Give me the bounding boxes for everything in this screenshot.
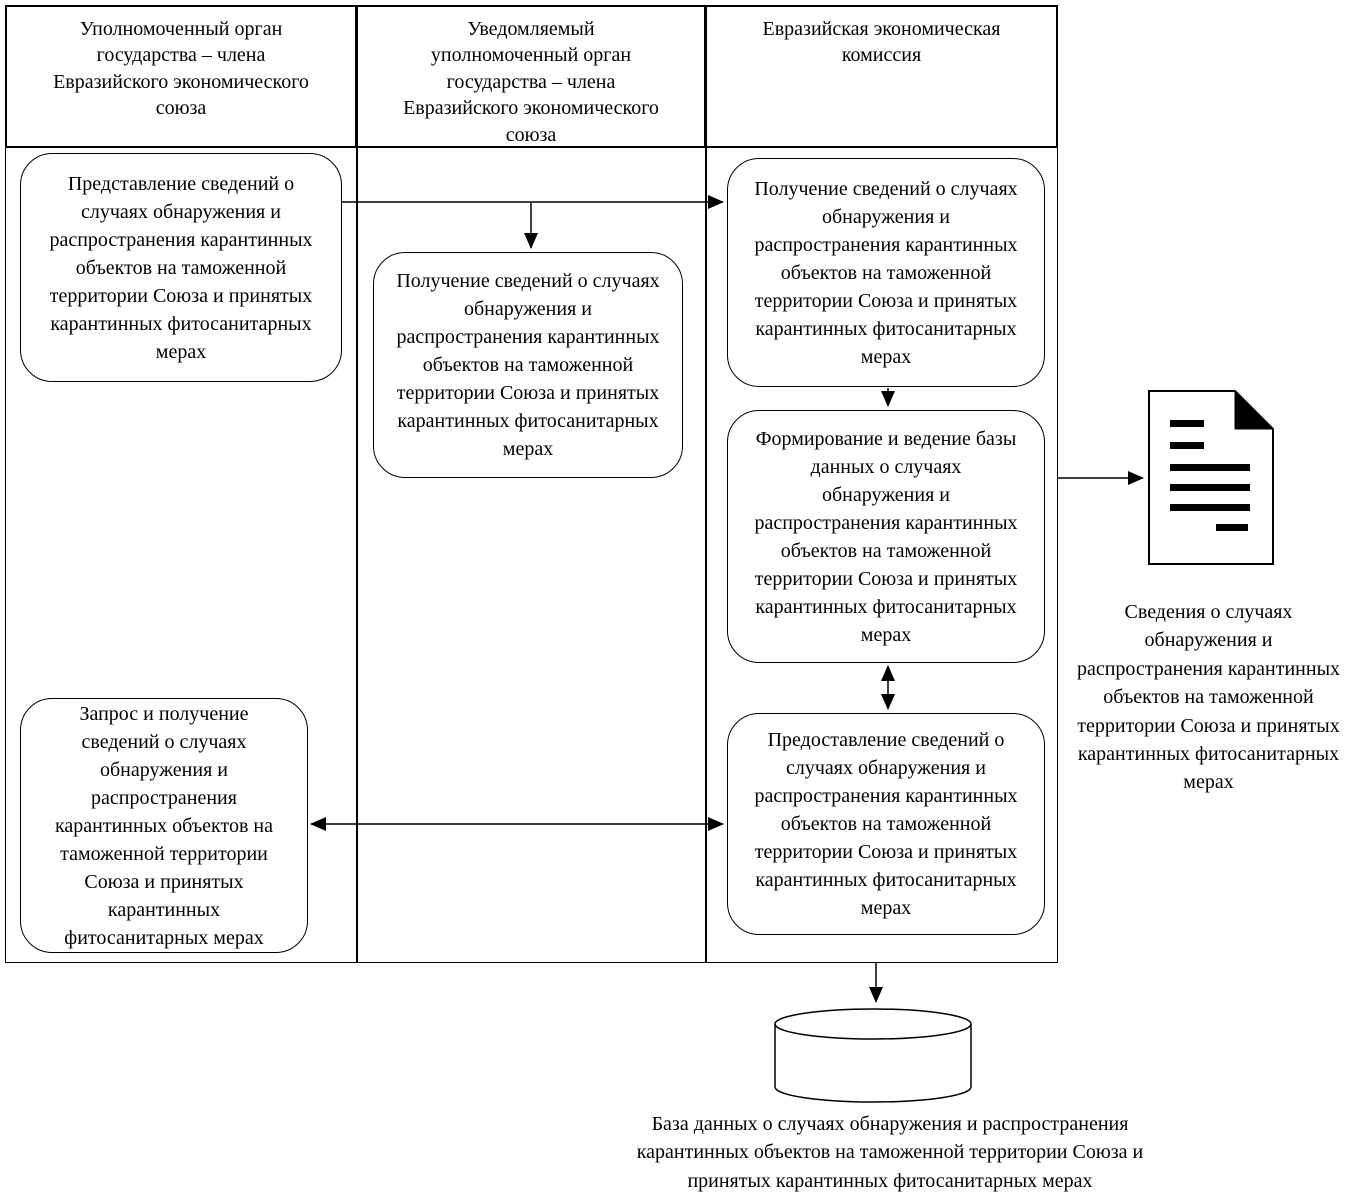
lane-divider-2 xyxy=(705,5,707,962)
document-caption: Сведения о случаях обнаружения и распрос… xyxy=(1076,601,1341,794)
node-request-info: Запрос и получение сведений о случаях об… xyxy=(20,698,308,953)
node-submit-info: Представление сведений о случаях обнаруж… xyxy=(20,153,342,382)
database-cylinder-icon xyxy=(774,1008,972,1103)
database-caption: База данных о случаях обнаружения и расп… xyxy=(636,1113,1144,1192)
lane-header-commission: Евразийская экономическая комиссия xyxy=(705,5,1058,148)
node-receive-info-notified: Получение сведений о случаях обнаружения… xyxy=(373,252,683,478)
lane-header-authorized-body: Уполномоченный орган государства – члена… xyxy=(5,5,357,148)
node-receive-info-commission: Получение сведений о случаях обнаружения… xyxy=(727,158,1045,387)
lane-header-notified-body: Уведомляемый уполномоченный орган госуда… xyxy=(356,5,706,148)
document-icon xyxy=(1148,390,1274,565)
lane-divider-1 xyxy=(356,5,358,962)
node-provide-info: Предоставление сведений о случаях обнару… xyxy=(727,713,1045,935)
node-form-database: Формирование и ведение базы данных о слу… xyxy=(727,410,1045,663)
